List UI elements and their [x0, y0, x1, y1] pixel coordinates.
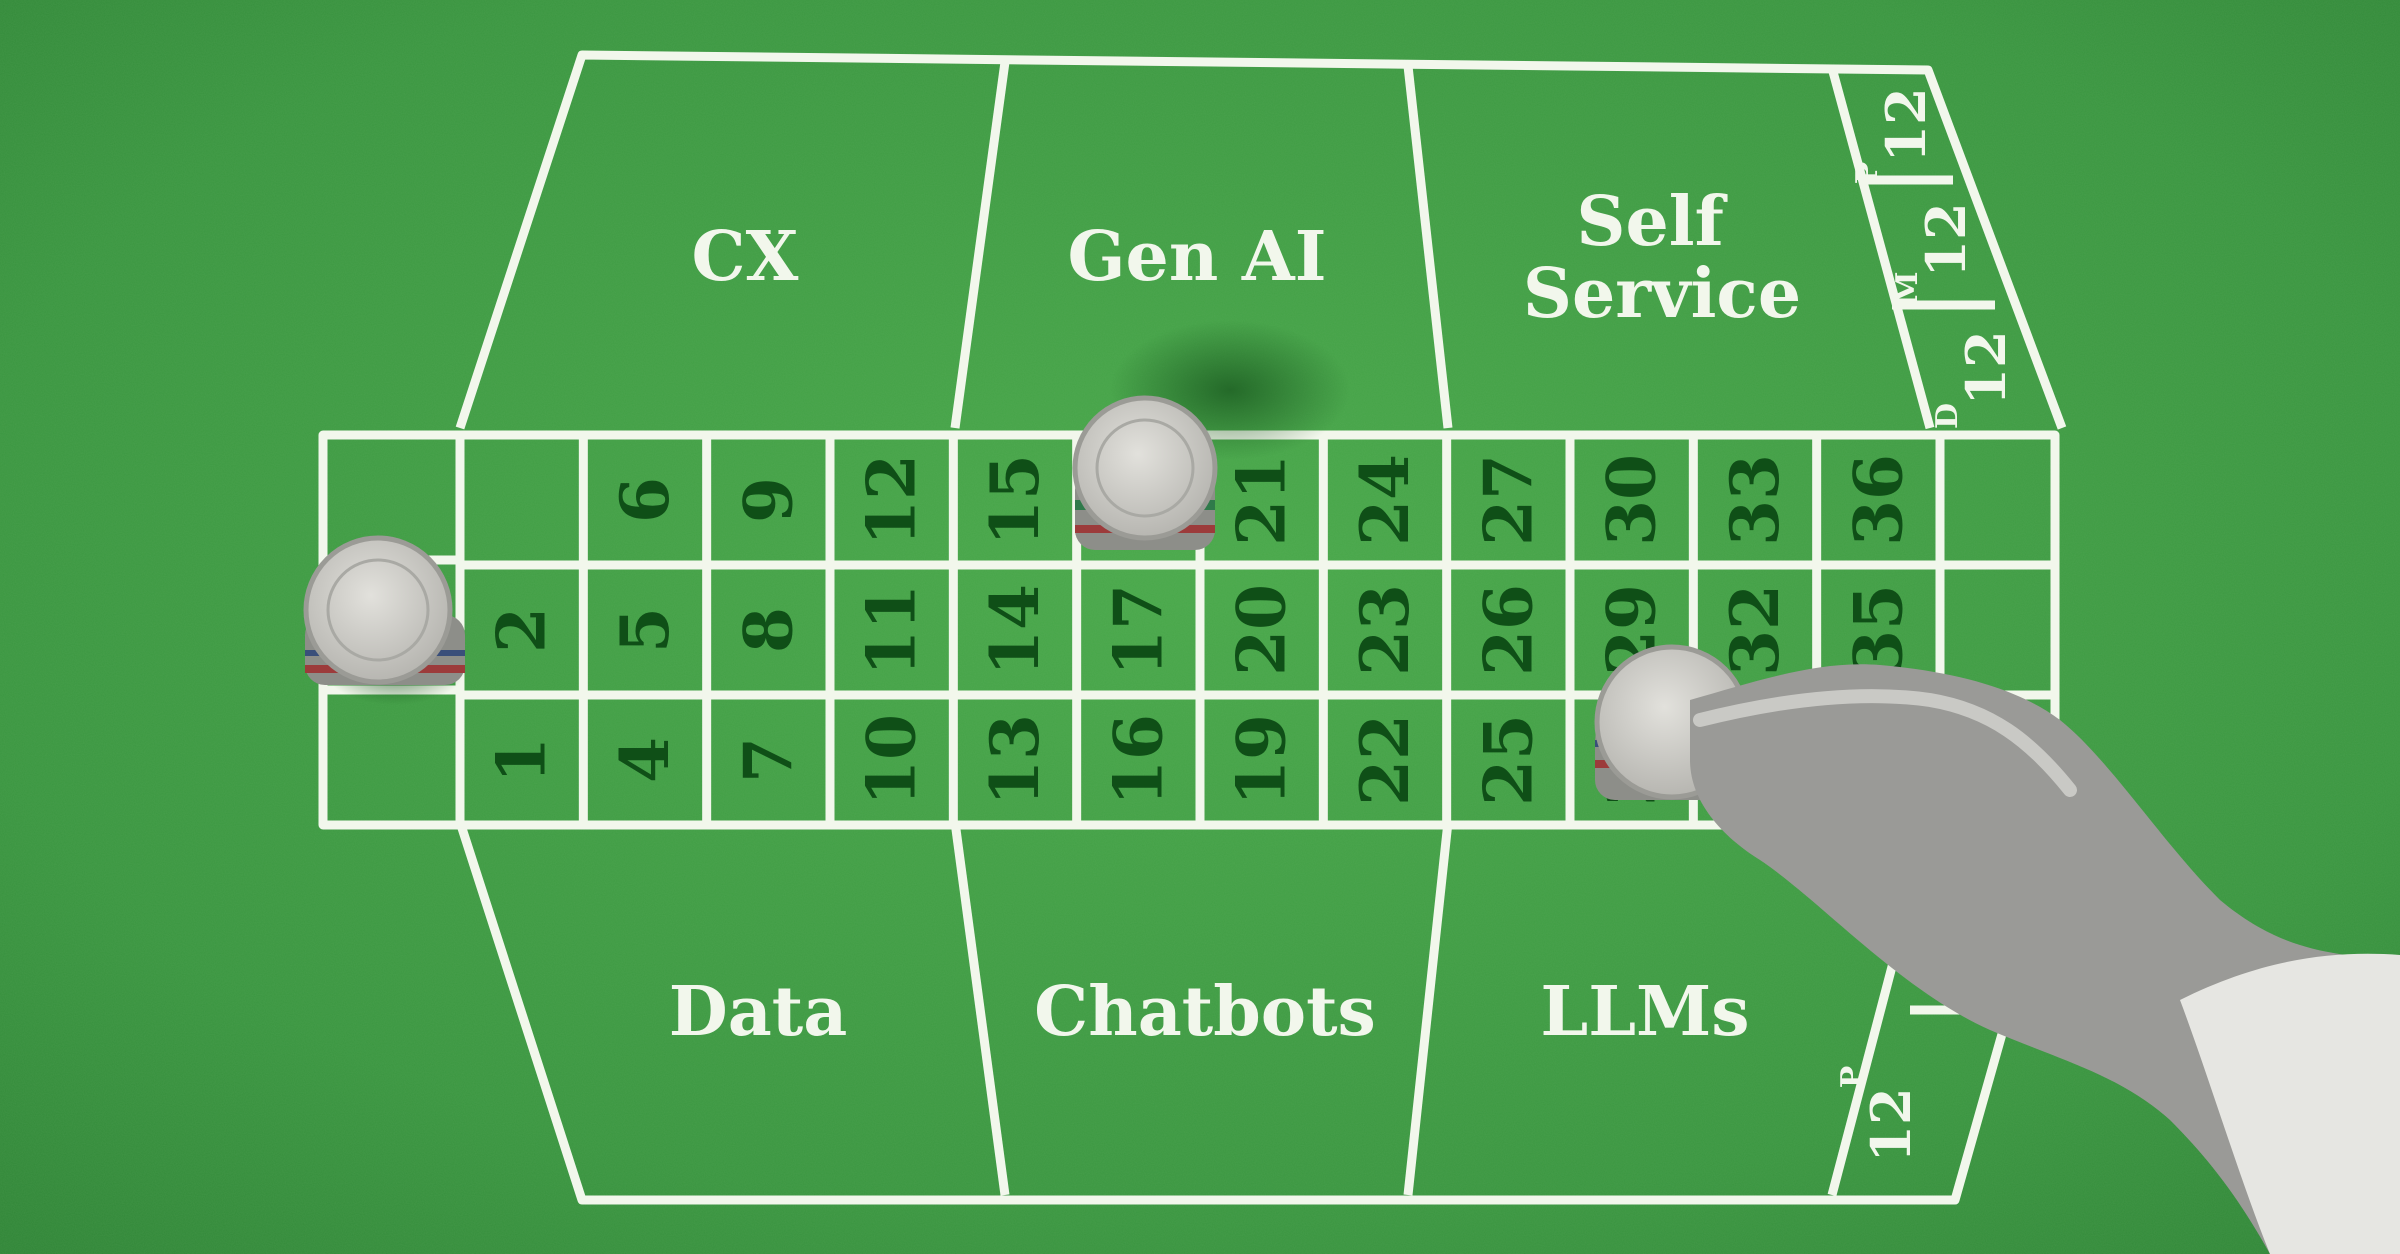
number-cell-1[interactable]: 1 [483, 737, 561, 783]
number-cell-13[interactable]: 13 [976, 714, 1054, 806]
dozen-top-p[interactable]: 12 [1874, 87, 1938, 162]
number-cell-7[interactable]: 7 [729, 737, 807, 783]
number-cell-33[interactable]: 33 [1716, 454, 1794, 546]
number-cell-4[interactable]: 4 [606, 737, 684, 783]
dozen-bottom-p[interactable]: 12 [1859, 1087, 1923, 1162]
hand-highlight [1693, 689, 2077, 797]
number-cell-5[interactable]: 5 [606, 607, 684, 653]
number-cell-11[interactable]: 11 [853, 584, 931, 676]
number-cell-16[interactable]: 16 [1099, 714, 1177, 806]
number-cell-9[interactable]: 9 [729, 477, 807, 523]
number-cell-26[interactable]: 26 [1469, 584, 1547, 676]
chip-stack-eighteen[interactable] [1072, 320, 1350, 550]
chip-inlay [326, 558, 430, 662]
dozen-top-d[interactable]: 12 [1954, 330, 2018, 405]
number-cell-35[interactable]: 35 [1839, 584, 1917, 676]
bet-label-self-service-text: Self [1576, 182, 1727, 262]
number-cell-36[interactable]: 36 [1839, 454, 1917, 546]
bet-label-llms[interactable]: LLMs [1540, 972, 1749, 1052]
number-cell-21[interactable]: 21 [1223, 454, 1301, 546]
sleeve [2180, 953, 2400, 1254]
number-cell-15[interactable]: 15 [976, 454, 1054, 546]
dozen-bottom-p-letter: P [1835, 1066, 1870, 1089]
number-cell-6[interactable]: 6 [606, 477, 684, 523]
number-cell-23[interactable]: 23 [1346, 584, 1424, 676]
number-cell-10[interactable]: 10 [853, 714, 931, 806]
number-cell-27[interactable]: 27 [1469, 454, 1547, 546]
number-cell-32[interactable]: 32 [1716, 584, 1794, 676]
hand [1690, 664, 2400, 1254]
bet-label-chatbots[interactable]: Chatbots [1034, 972, 1376, 1052]
dozen-labels-top: 12 P 12 M 12 D [1850, 87, 2018, 429]
number-cell-8[interactable]: 8 [729, 607, 807, 653]
number-cell-12[interactable]: 12 [853, 454, 931, 546]
number-cell-17[interactable]: 17 [1099, 584, 1177, 676]
dozen-top-p-letter: P [1850, 162, 1885, 185]
dozen-top-d-letter: D [1930, 403, 1965, 429]
number-cell-14[interactable]: 14 [976, 584, 1054, 676]
number-cell-30[interactable]: 30 [1593, 454, 1671, 546]
number-cell-24[interactable]: 24 [1346, 454, 1424, 546]
number-cell-22[interactable]: 22 [1346, 714, 1424, 806]
chip-inlay [1095, 418, 1195, 518]
bet-label-cx[interactable]: CX [692, 217, 799, 297]
number-cell-19[interactable]: 19 [1223, 714, 1301, 806]
bet-label-gen-ai[interactable]: Gen AI [1067, 217, 1326, 297]
bottom-bet-labels: Data Chatbots LLMs [669, 972, 1750, 1052]
bet-label-self-service-line2: Service [1523, 254, 1801, 334]
dozen-labels-bottom: 12 P [1835, 1066, 1923, 1163]
number-cell-25[interactable]: 25 [1469, 714, 1547, 806]
number-cell-2[interactable]: 2 [483, 607, 561, 653]
dozen-top-m[interactable]: 12 [1914, 202, 1978, 277]
bet-label-self-service[interactable]: Self Service [1523, 182, 1801, 334]
bet-label-data[interactable]: Data [669, 972, 848, 1052]
number-cell-20[interactable]: 20 [1223, 584, 1301, 676]
dozen-top-m-letter: M [1890, 271, 1925, 304]
top-bet-labels: CX Gen AI Self Service [692, 182, 1802, 334]
chip-stack-zero[interactable] [303, 535, 465, 705]
